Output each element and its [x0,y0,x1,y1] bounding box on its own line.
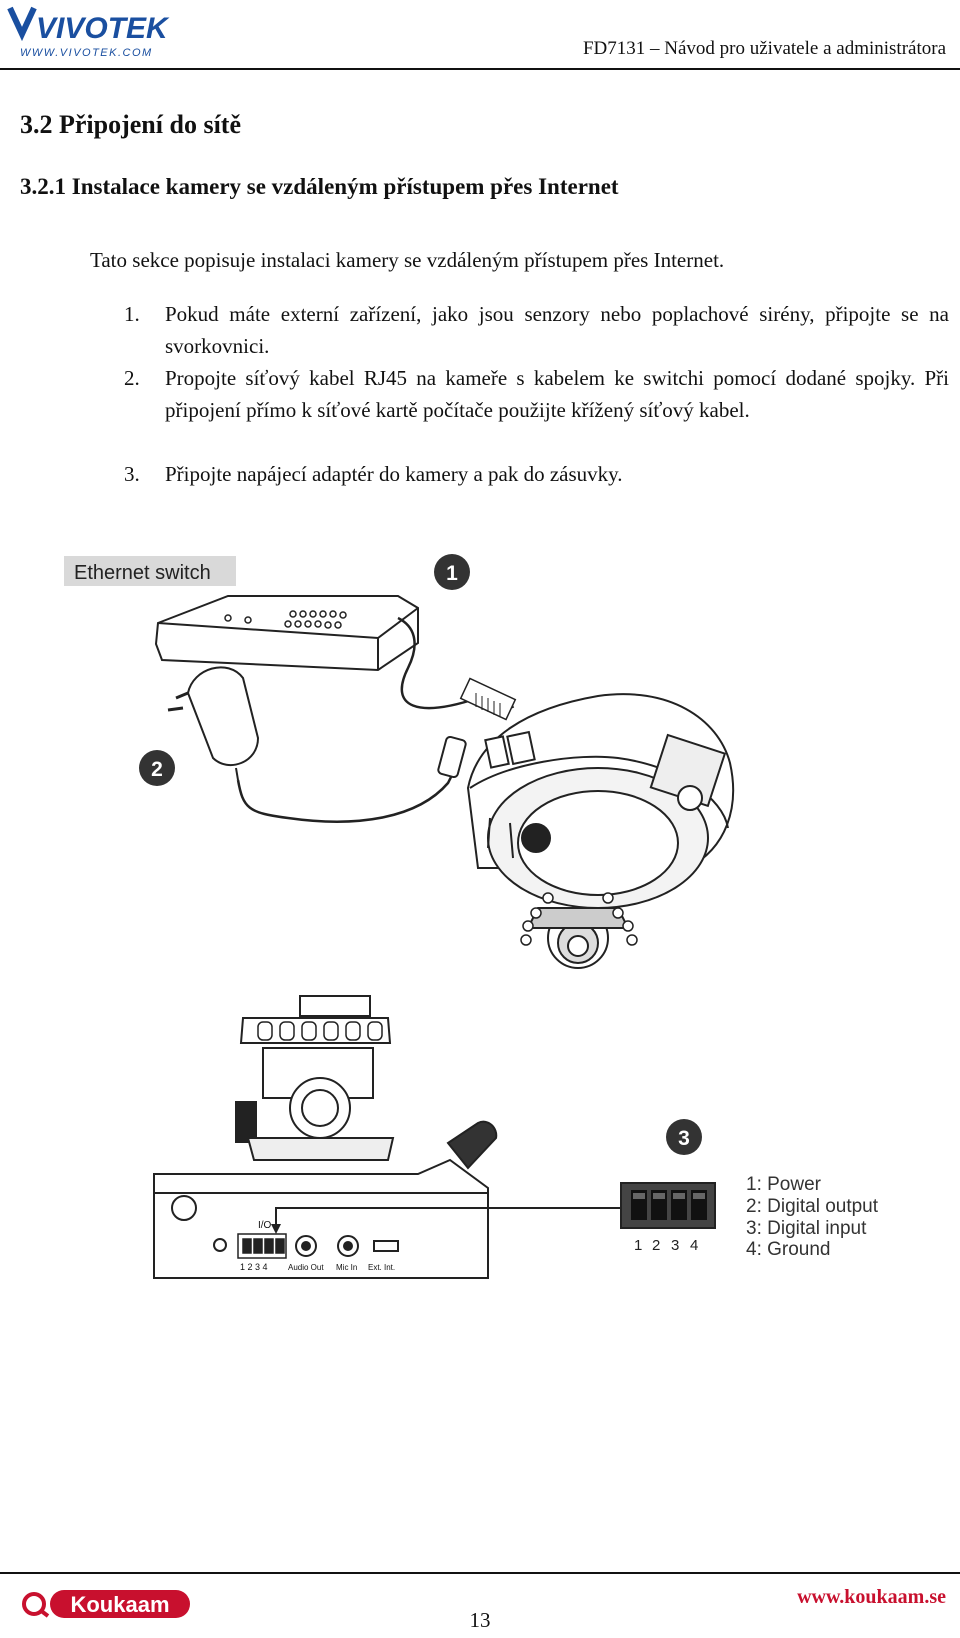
audio-ports [295,1235,399,1257]
callout-badge-2: 2 [139,750,175,786]
document-title: FD7131 – Návod pro uživatele a administr… [582,38,946,59]
power-plug [437,735,467,779]
connector-pin: 3 [671,1237,679,1254]
header-divider [0,68,960,70]
fixed-camera [153,995,498,1279]
io-terminal-block [237,1233,287,1259]
dome-camera [466,693,735,969]
section-title: 3.2 Připojení do sítě [20,110,241,139]
callout-badge-1: 1 [434,554,470,590]
intro-paragraph: Tato sekce popisuje instalaci kamery se … [90,248,725,272]
switch-label: Ethernet switch [74,562,211,584]
footer-url: www.koukaam.se [797,1586,946,1608]
power-adapter [167,666,260,781]
pin-legend-digital-output: 2: Digital output [746,1196,879,1217]
vivotek-logo: VIVOTEK WWW.VIVOTEK.COM [6,4,176,60]
step-number: 1. [124,302,140,326]
pin-legend-power: 1: Power [746,1174,822,1195]
io-pin-numbers: 1 2 3 4 [240,1262,268,1272]
ethernet-switch [154,595,419,672]
callout-badge-3: 3 [666,1119,702,1155]
subsection-title: 3.2.1 Instalace kamery se vzdáleným přís… [20,174,619,199]
terminal-connector-detail [620,1182,716,1229]
installation-diagram: Ethernet switch 1 [58,548,938,1348]
step-number: 2. [124,366,140,390]
connector-pin: 1 [634,1237,642,1254]
page-number: 13 [469,1608,491,1632]
connector-pin: 4 [690,1237,698,1254]
pin-legend-digital-input: 3: Digital input [746,1218,867,1239]
power-cable [236,752,465,823]
logo-url: WWW.VIVOTEK.COM [20,47,153,59]
rj45-plug [459,677,517,721]
step-text: Propojte síťový kabel RJ45 na kameře s k… [165,366,949,422]
koukaam-logo-text: Koukaam [70,1592,169,1617]
switch-label-box [64,556,236,586]
svg-text:3: 3 [678,1127,690,1150]
ext-int-label: Ext. Int. [368,1263,395,1272]
svg-text:1: 1 [446,562,458,585]
connector-pin: 2 [652,1237,660,1254]
io-label: I/O [258,1220,272,1231]
pin-legend-ground: 4: Ground [746,1239,831,1260]
step-number: 3. [124,462,140,486]
mic-in-label: Mic In [336,1263,357,1272]
step-text: Pokud máte externí zařízení, jako jsou s… [165,302,949,358]
koukaam-logo: Koukaam [20,1582,192,1622]
svg-text:2: 2 [151,758,163,781]
logo-text: VIVOTEK [36,12,170,45]
io-arrow [275,1207,678,1231]
footer-divider [0,1572,960,1574]
step-text: Připojte napájecí adaptér do kamery a pa… [165,462,623,486]
audio-out-label: Audio Out [288,1263,324,1272]
